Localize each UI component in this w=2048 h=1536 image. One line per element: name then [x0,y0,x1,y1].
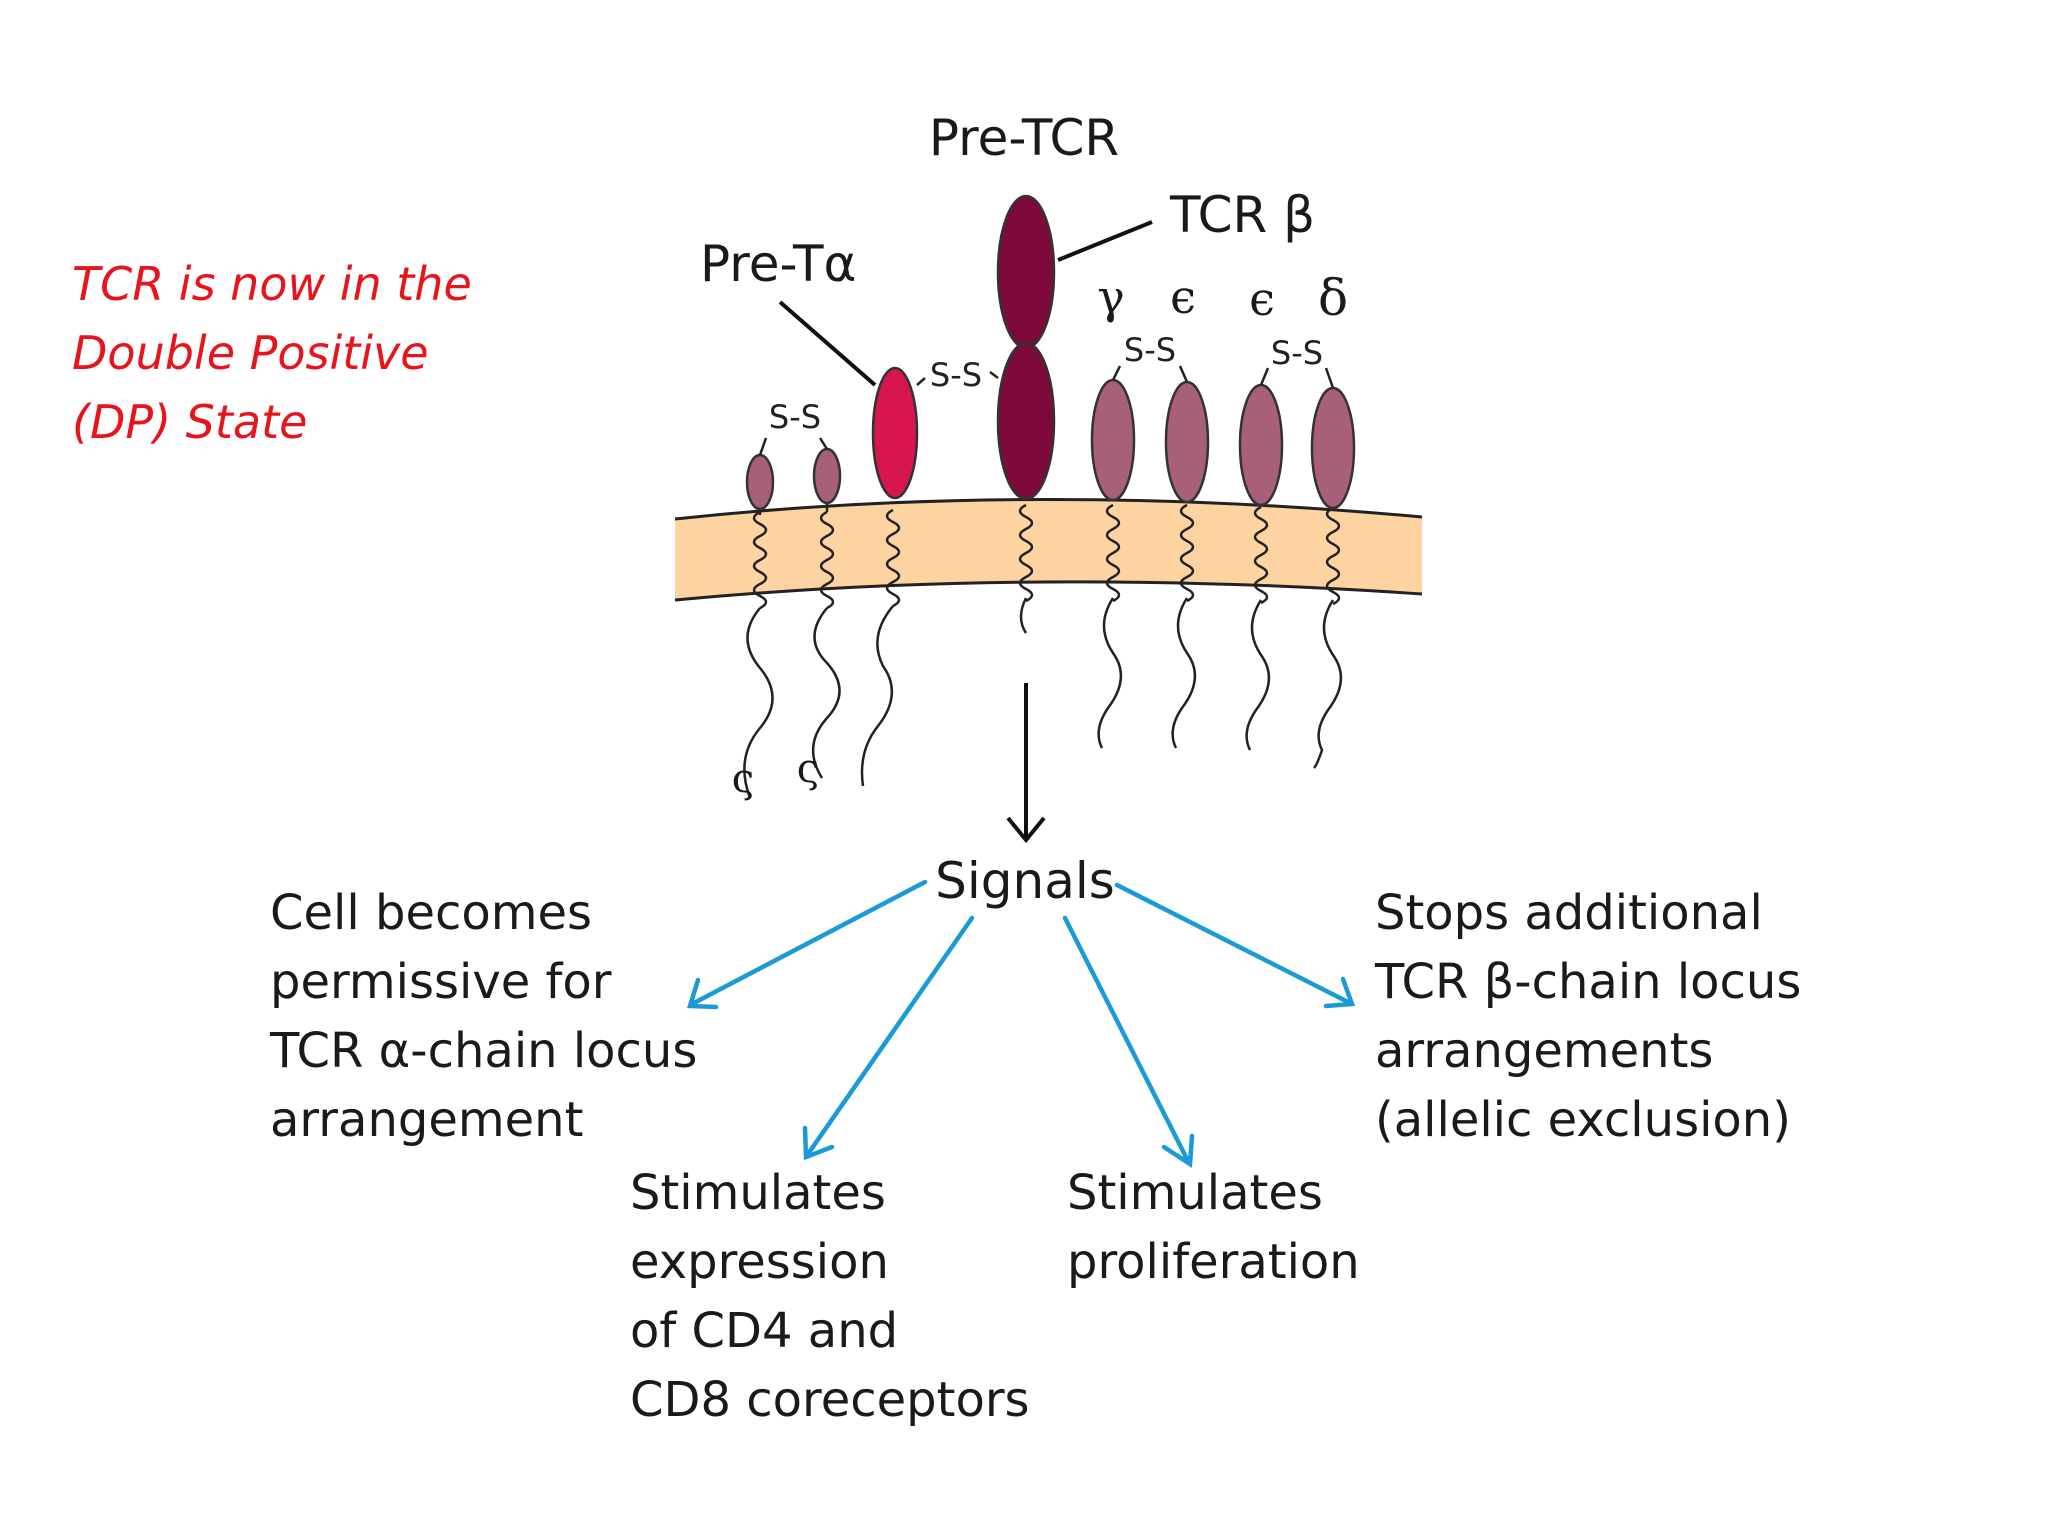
epsilon-label-1: ϵ [1170,270,1196,324]
tail-tcr-beta [1019,597,1028,634]
tm-coil-zeta-2 [819,510,835,610]
blue-arrow-left [689,879,928,1007]
disulfide-epsilon-delta: S-S [1271,334,1323,372]
cd3-delta-chain [1310,386,1356,510]
blue-arrow-mid-right [1062,915,1191,1164]
outcome-right-line-1: Stops additional [1375,885,1763,941]
tm-coil-delta [1325,506,1341,606]
membrane-outer-edge [674,498,1423,521]
tm-coil-zeta-1 [752,510,768,610]
outcome-left-line-3: TCR α-chain locus [269,1023,697,1079]
tail-epsilon-1 [1171,597,1197,749]
cell-membrane [675,499,1422,600]
pre-t-alpha-leader [778,300,877,387]
tcr-beta-bond-line [989,371,999,379]
note-line-2: Double Positive [72,326,429,380]
epsilon-label-2: ϵ [1249,272,1275,326]
outcome-right-line-3: arrangements [1375,1023,1713,1079]
pre-t-alpha-bond-line [916,377,926,386]
delta-label: δ [1318,269,1348,327]
cd3-gamma-chain [1090,378,1136,502]
pre-tcr-label: Pre-TCR [929,109,1119,167]
outcome-mid-right-line-2: proliferation [1067,1234,1360,1290]
tail-zeta-1 [743,607,774,799]
blue-arrow-left-head [686,977,719,1010]
tail-gamma [1097,597,1123,749]
tail-pre-t-alpha [860,605,894,787]
tm-coil-pre-t-alpha [885,508,901,608]
tcr-beta-domain-top [996,194,1056,350]
outcome-right-line-2: TCR β-chain locus [1374,954,1801,1010]
zeta-2-bond-line [818,437,829,450]
gamma-bond-line [1111,365,1122,381]
cd3-epsilon-chain-2 [1238,383,1284,507]
gamma-label: γ [1097,270,1125,324]
tm-coil-gamma [1105,503,1121,603]
blue-arrow-right-head [1323,976,1356,1009]
note-line-1: TCR is now in the [72,257,472,311]
tcr-beta-leader [1057,220,1153,262]
pre-t-alpha-label: Pre-Tα [700,235,856,293]
disulfide-zeta: S-S [769,398,821,436]
membrane-inner-edge [674,580,1423,602]
tm-coil-tcr-beta [1018,503,1034,603]
outcome-mid-left-line-1: Stimulates [630,1165,886,1221]
dp-state-note: TCR is now in the Double Positive (DP) S… [72,250,552,457]
zeta-1-bond-line [758,437,768,456]
zeta-label-1: ς [732,756,754,802]
blue-arrow-mid-right-head [1161,1133,1195,1168]
cd3-epsilon-chain-1 [1164,380,1210,504]
signal-arrow-head [1006,816,1046,844]
tail-epsilon-2 [1245,599,1271,751]
blue-arrow-right [1114,882,1353,1006]
outcome-mid-left-line-4: CD8 coreceptors [630,1372,1030,1428]
outcome-left-line-1: Cell becomes [270,885,592,941]
outcome-left-line-4: arrangement [270,1092,583,1148]
tail-delta [1313,599,1343,769]
outcome-mid-left-line-3: of CD4 and [630,1303,898,1359]
blue-arrow-mid-left [805,915,975,1157]
outcome-left-line-2: permissive for [270,954,612,1010]
zeta-label-2: ς [797,746,819,792]
delta-bond-line [1324,367,1335,389]
signals-label: Signals [935,852,1115,910]
note-line-3: (DP) State [72,395,308,449]
tcr-beta-domain-bottom [996,341,1056,501]
tail-zeta-2 [811,607,841,779]
outcome-mid-left-line-2: expression [630,1234,889,1290]
tm-coil-epsilon-1 [1179,503,1195,603]
tm-coil-epsilon-2 [1253,505,1269,605]
epsilon-1-bond-line [1178,365,1189,383]
disulfide-gamma-epsilon: S-S [1124,331,1176,369]
outcome-mid-right-line-1: Stimulates [1067,1165,1323,1221]
epsilon-2-bond-line [1259,367,1270,386]
disulfide-pre-tcr: S-S [930,356,982,394]
outcome-right-line-4: (allelic exclusion) [1375,1092,1791,1148]
blue-arrow-mid-left-head [802,1125,835,1161]
pre-t-alpha-chain [871,366,919,500]
tcr-beta-label: TCR β [1169,186,1315,244]
zeta-chain-2 [812,447,842,505]
zeta-chain-1 [745,453,775,511]
